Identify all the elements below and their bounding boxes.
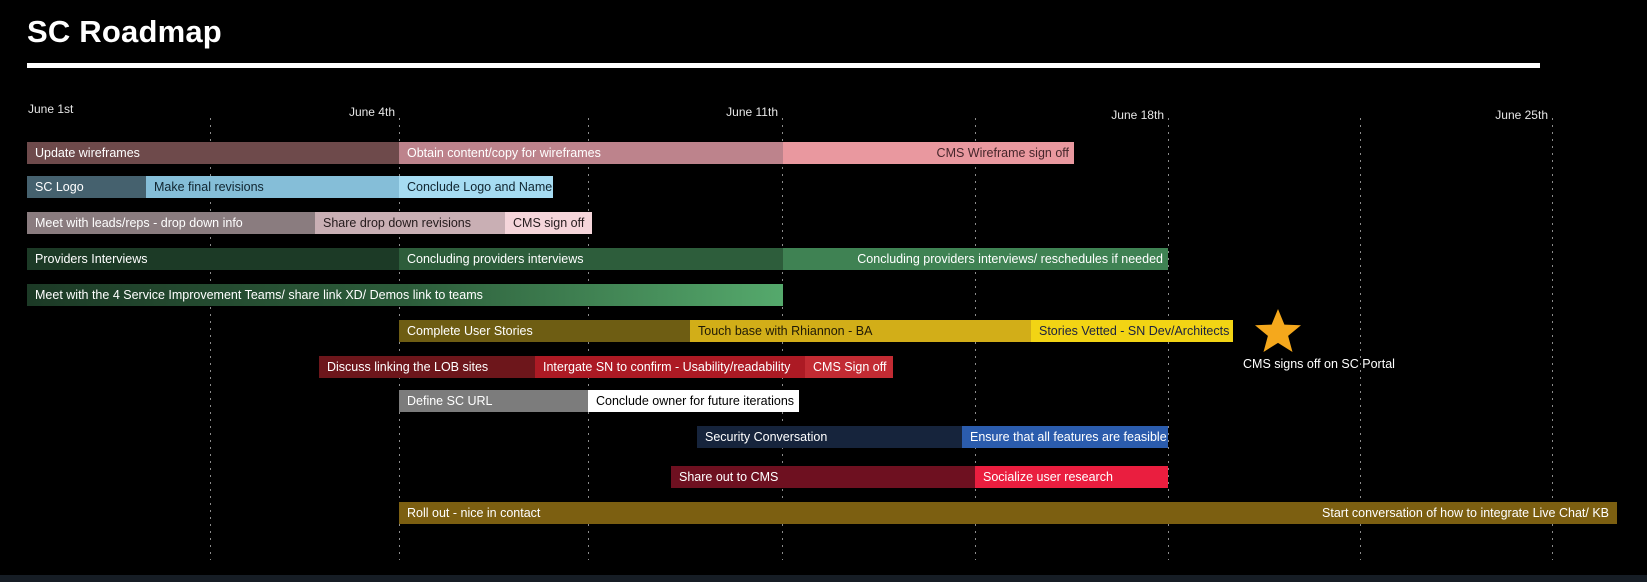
timeline-date-label: June 1st (28, 102, 74, 116)
task-bar-segment: CMS sign off (505, 212, 592, 234)
timeline-gridline (1360, 118, 1361, 560)
task-bar-segment: Touch base with Rhiannon - BA (690, 320, 1031, 342)
milestone-star-icon (1255, 309, 1301, 352)
task-bar-segment: CMS Wireframe sign off (783, 142, 1074, 164)
task-bar-segment: Update wireframes (27, 142, 399, 164)
task-bar-segment: Stories Vetted - SN Dev/Architects (1031, 320, 1233, 342)
timeline-gridline (210, 118, 211, 560)
title-divider (27, 63, 1540, 68)
timeline-date-label: June 4th (348, 105, 395, 119)
task-bar-segment: Meet with the 4 Service Improvement Team… (27, 284, 783, 306)
task-bar-segment: CMS Sign off (805, 356, 893, 378)
task-bar-segment: Share drop down revisions (315, 212, 505, 234)
task-bar-segment: Concluding providers interviews/ resched… (783, 248, 1168, 270)
task-bar-segment: Obtain content/copy for wireframes (399, 142, 783, 164)
task-bar-segment: Conclude owner for future iterations (588, 390, 799, 412)
bottom-strip (0, 575, 1647, 582)
task-bar-segment: Roll out - nice in contact Start conversa… (399, 502, 1617, 524)
task-bar-segment: Meet with leads/reps - drop down info (27, 212, 315, 234)
task-bar-segment: Share out to CMS (671, 466, 975, 488)
task-bar-segment: Providers Interviews (27, 248, 399, 270)
task-bar-segment: SC Logo (27, 176, 146, 198)
task-bar-segment: Socialize user research (975, 466, 1168, 488)
milestone-label: CMS signs off on SC Portal (1243, 357, 1395, 371)
task-bar-segment: Make final revisions (146, 176, 399, 198)
task-bar-segment: Security Conversation (697, 426, 962, 448)
task-bar-segment: Conclude Logo and Name (399, 176, 553, 198)
task-bar-segment: Discuss linking the LOB sites (319, 356, 535, 378)
task-bar-label-right: Start conversation of how to integrate L… (1322, 506, 1609, 520)
timeline-date-label: June 11th (726, 105, 778, 119)
task-bar-segment: Define SC URL (399, 390, 588, 412)
task-bar-segment: Concluding providers interviews (399, 248, 783, 270)
task-bar-label: Roll out - nice in contact (407, 506, 541, 520)
page-title: SC Roadmap (27, 14, 222, 49)
timeline-date-label: June 18th (1111, 108, 1164, 122)
task-bar-segment: Ensure that all features are feasible (962, 426, 1168, 448)
task-bar-segment: Intergate SN to confirm - Usability/read… (535, 356, 805, 378)
timeline-date-label: June 25th (1495, 108, 1548, 122)
timeline-gridline (1552, 118, 1553, 560)
task-bar-segment: Complete User Stories (399, 320, 690, 342)
